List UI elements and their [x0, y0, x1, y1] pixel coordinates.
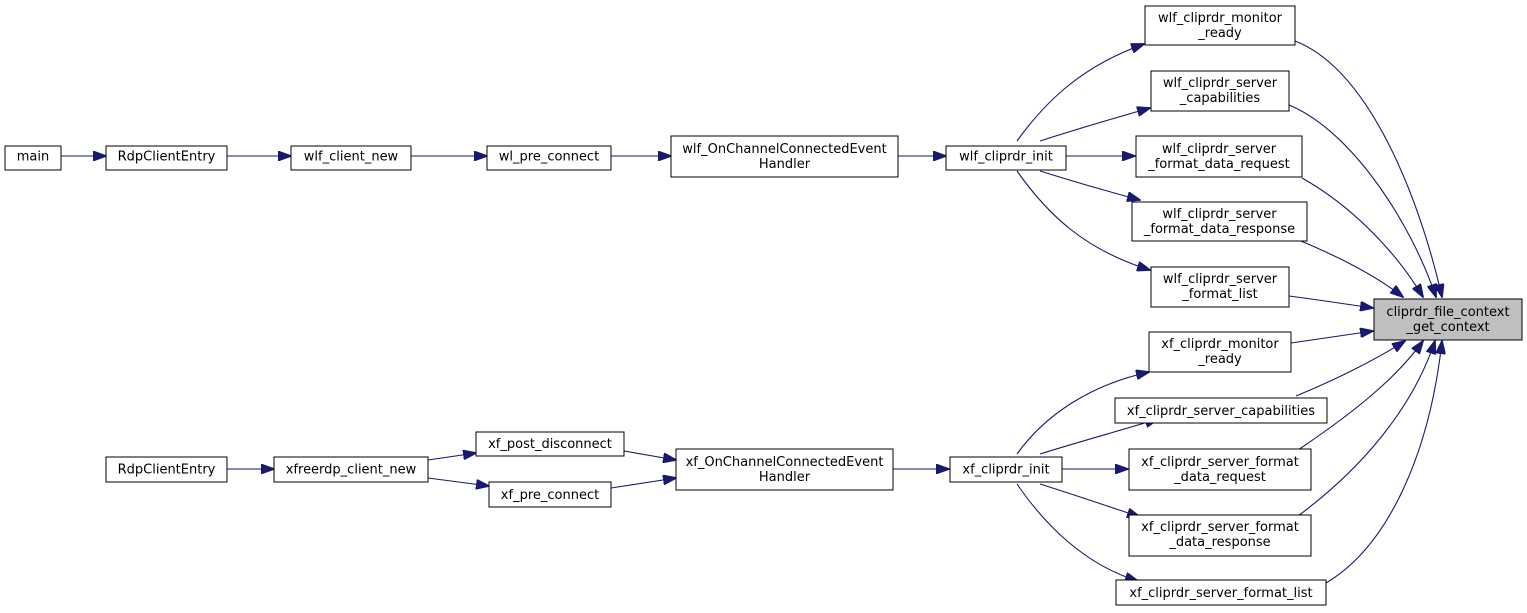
node-xf-server-capabilities[interactable]: xf_cliprdr_server_capabilities: [1114, 397, 1328, 424]
node-wlf-client-new-label: wlf_client_new: [304, 150, 399, 165]
node-xf-caps-label: xf_cliprdr_server_capabilities: [1127, 404, 1315, 419]
node-xf-pre-connect-label: xf_pre_connect: [501, 488, 599, 503]
edge-wlf-flist-to-target: [1288, 295, 1373, 308]
edge-xf-pre-to-xf-onchannel: [610, 478, 676, 489]
node-wlf-caps-label-line1: wlf_cliprdr_server: [1163, 76, 1278, 91]
node-wlf-onchannel-label-line1: wlf_OnChannelConnectedEvent: [682, 142, 886, 157]
edge-xf-init-to-flist: [1016, 483, 1138, 581]
node-rdpcliententry-top-label: RdpClientEntry: [118, 150, 216, 165]
node-target-label-line1: cliprdr_file_context: [1386, 305, 1509, 320]
edge-wlf-init-to-flist: [1016, 170, 1150, 270]
node-wlf-server-capabilities[interactable]: wlf_cliprdr_server _capabilities: [1150, 70, 1290, 112]
node-wlf-onchannel-label-line2: Handler: [759, 157, 811, 172]
node-wlf-client-new[interactable]: wlf_client_new: [290, 145, 412, 171]
node-wlf-format-data-request[interactable]: wlf_cliprdr_server _format_data_request: [1135, 135, 1303, 178]
node-xf-pre-connect[interactable]: xf_pre_connect: [488, 481, 612, 508]
node-xf-fdr-label-line2: _data_request: [1173, 470, 1266, 485]
node-xf-monitor-label-line2: _ready: [1197, 352, 1242, 367]
edge-wlf-monitor-to-target: [1294, 40, 1442, 297]
node-xf-cliprdr-init[interactable]: xf_cliprdr_init: [949, 456, 1063, 483]
node-wlf-cliprdr-init-label: wlf_cliprdr_init: [959, 150, 1053, 165]
node-xfreerdp-client-new[interactable]: xfreerdp_client_new: [273, 456, 429, 483]
node-target-label-line2: _get_context: [1405, 320, 1489, 335]
node-wl-pre-connect-label: wl_pre_connect: [499, 150, 599, 165]
node-xf-fdresp-label-line2: _data_response: [1168, 535, 1270, 550]
node-main[interactable]: main: [4, 145, 62, 171]
node-wlf-format-list[interactable]: wlf_cliprdr_server _format_list: [1150, 266, 1290, 308]
edge-xf-init-to-monitor: [1016, 372, 1149, 455]
node-xf-monitor-ready[interactable]: xf_cliprdr_monitor _ready: [1148, 331, 1292, 373]
node-xf-format-data-request[interactable]: xf_cliprdr_server_format _data_request: [1128, 448, 1312, 491]
edge-xf-flist-to-target: [1325, 341, 1442, 584]
edge-wlf-init-to-caps: [1039, 108, 1150, 142]
node-wlf-fdresp-label-line1: wlf_cliprdr_server: [1162, 207, 1277, 222]
node-wlf-fdr-label-line1: wlf_cliprdr_server: [1162, 142, 1277, 157]
node-xf-post-disconnect[interactable]: xf_post_disconnect: [475, 431, 625, 457]
node-wlf-cliprdr-init[interactable]: wlf_cliprdr_init: [945, 145, 1067, 171]
node-main-label: main: [17, 150, 49, 165]
node-rdpcliententry-top[interactable]: RdpClientEntry: [105, 145, 228, 171]
edge-wlf-caps-to-target: [1288, 104, 1436, 297]
node-xf-flist-label: xf_cliprdr_server_format_list: [1129, 586, 1312, 601]
node-wlf-monitor-label-line1: wlf_cliprdr_monitor: [1158, 11, 1283, 26]
node-xf-format-data-response[interactable]: xf_cliprdr_server_format _data_response: [1128, 514, 1312, 557]
node-xf-fdresp-label-line1: xf_cliprdr_server_format: [1141, 520, 1299, 535]
edge-xfreerdp-new-to-xf-pre: [427, 477, 489, 486]
node-wlf-flist-label-line1: wlf_cliprdr_server: [1163, 272, 1278, 287]
node-cliprdr-file-context-get-context[interactable]: cliprdr_file_context _get_context: [1373, 298, 1523, 341]
node-wlf-caps-label-line2: _capabilities: [1179, 91, 1261, 106]
node-xf-onchannel-handler[interactable]: xf_OnChannelConnectedEvent Handler: [675, 448, 894, 491]
node-xf-fdr-label-line1: xf_cliprdr_server_format: [1141, 455, 1299, 470]
node-wlf-monitor-ready[interactable]: wlf_cliprdr_monitor _ready: [1144, 5, 1296, 46]
node-xfreerdp-client-new-label: xfreerdp_client_new: [286, 463, 417, 478]
node-xf-onchannel-label-line2: Handler: [759, 470, 811, 485]
edge-xf-monitor-to-target: [1290, 331, 1373, 344]
node-xf-monitor-label-line1: xf_cliprdr_monitor: [1161, 337, 1279, 352]
node-wlf-fdresp-label-line2: _format_data_response: [1143, 222, 1295, 237]
node-xf-format-list[interactable]: xf_cliprdr_server_format_list: [1115, 579, 1327, 606]
nodes: main RdpClientEntry wlf_client_new wl_pr…: [4, 5, 1523, 606]
node-rdpcliententry-bottom[interactable]: RdpClientEntry: [105, 456, 228, 483]
node-wlf-format-data-response[interactable]: wlf_cliprdr_server _format_data_response: [1131, 201, 1308, 242]
edge-xf-caps-to-target: [1295, 341, 1405, 397]
node-rdpcliententry-bottom-label: RdpClientEntry: [118, 463, 216, 478]
node-wlf-flist-label-line2: _format_list: [1181, 287, 1257, 302]
edge-xf-init-to-fdresp: [1039, 483, 1140, 517]
edge-xfreerdp-new-to-xf-post: [427, 453, 476, 461]
edge-wlf-fdr-to-target: [1301, 177, 1423, 297]
node-wl-pre-connect[interactable]: wl_pre_connect: [486, 145, 612, 171]
node-wlf-monitor-label-line2: _ready: [1197, 26, 1242, 41]
edge-wlf-fdresp-to-target: [1295, 238, 1403, 297]
node-xf-cliprdr-init-label: xf_cliprdr_init: [962, 463, 1049, 478]
edge-xf-post-to-xf-onchannel: [623, 450, 676, 460]
node-wlf-fdr-label-line2: _format_data_request: [1147, 157, 1290, 172]
edge-wlf-init-to-monitor: [1016, 44, 1144, 142]
node-wlf-onchannel-handler[interactable]: wlf_OnChannelConnectedEvent Handler: [670, 135, 899, 178]
edge-xf-fdr-to-target: [1297, 341, 1423, 451]
edge-xf-fdresp-to-target: [1297, 341, 1435, 517]
edge-wlf-init-to-fdresp: [1039, 170, 1140, 200]
edges: [61, 40, 1442, 584]
node-xf-onchannel-label-line1: xf_OnChannelConnectedEvent: [686, 455, 884, 470]
node-xf-post-disconnect-label: xf_post_disconnect: [488, 437, 612, 452]
